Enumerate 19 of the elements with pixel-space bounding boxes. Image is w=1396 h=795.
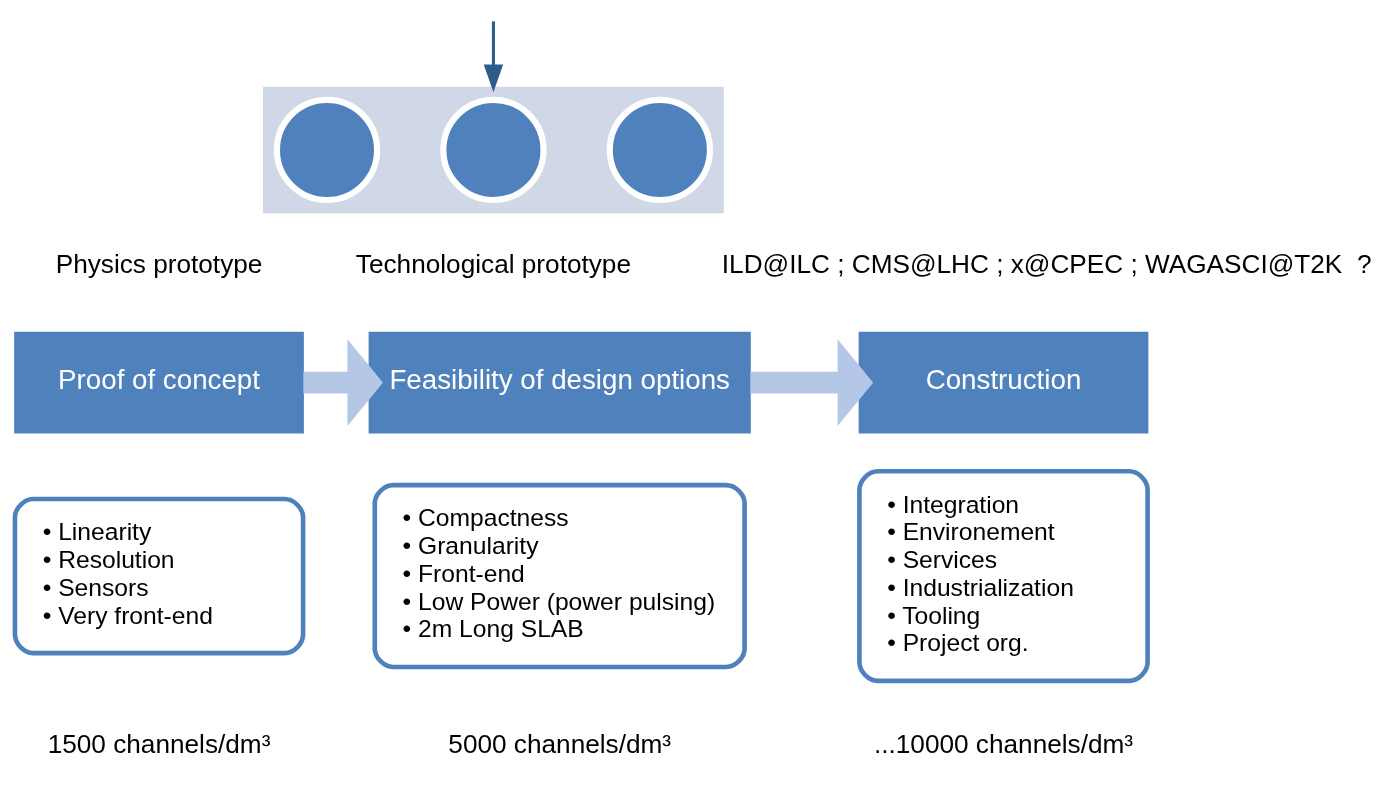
arrow <box>483 21 504 93</box>
node-box: Proof of concept <box>14 331 304 434</box>
node-label: Technological prototype <box>355 248 632 279</box>
node-circle <box>440 96 547 204</box>
node-label: ILD@ILC ; CMS@LHC ; x@CPEC ; WAGASCI@T2K ? <box>721 248 1372 279</box>
node-box: • Linearity • Resolution • Sensors • Very front-end <box>12 496 306 656</box>
node-label: 5000 channels/dm³ <box>448 729 672 760</box>
node-box: • Integration • Environement • Services • Industrialization • Tooling • Project org. <box>857 468 1150 684</box>
node-box: Construction <box>858 331 1149 434</box>
cluster <box>263 86 724 214</box>
node-label: Physics prototype <box>55 248 263 279</box>
node-box: • Compactness • Granularity • Front-end • Low Power (power pulsing) • 2m Long SLAB <box>372 482 747 670</box>
node-label: ...10000 channels/dm³ <box>873 729 1134 760</box>
node-box: Feasibility of design options <box>368 331 751 434</box>
arrow <box>303 339 383 427</box>
arrow <box>750 339 874 427</box>
node-circle <box>606 96 714 204</box>
node-circle <box>273 96 381 204</box>
node-label: 1500 channels/dm³ <box>47 729 271 760</box>
